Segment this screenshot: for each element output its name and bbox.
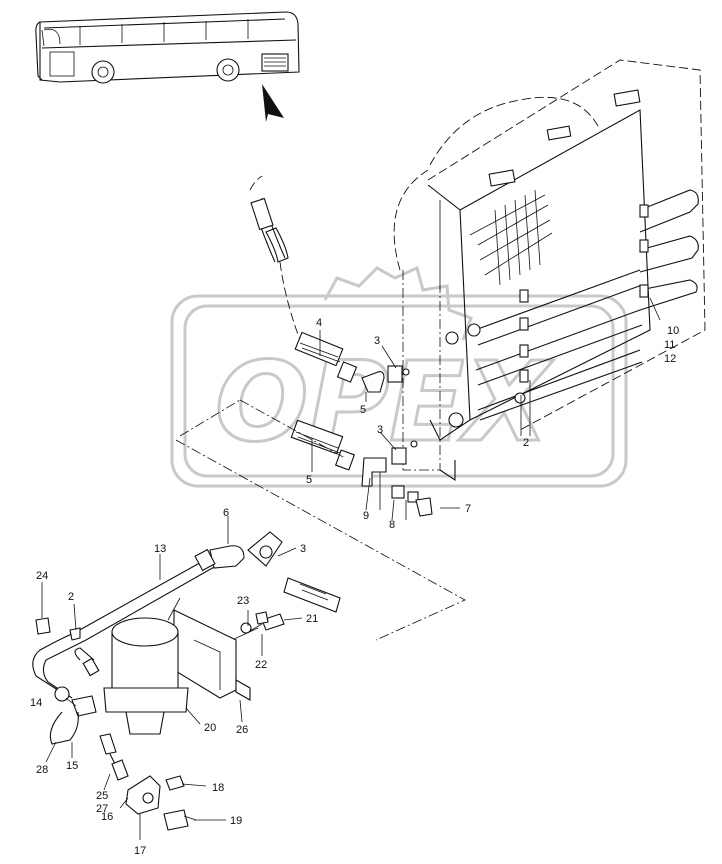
callout-7: 8 [389, 519, 395, 531]
callout-19: 20 [204, 722, 216, 734]
callout-3-middle: 3 [377, 424, 383, 436]
callout-23: 24 [36, 570, 48, 582]
radiator-assembly [393, 59, 706, 482]
callout-2-lower: 2 [68, 591, 74, 603]
callout-27: 28 [36, 764, 48, 776]
callout-20: 21 [306, 613, 318, 625]
callout-5-upper: 5 [360, 404, 366, 416]
bus-overview [35, 11, 300, 122]
watermark-text: OPEX [215, 338, 554, 466]
callout-14: 15 [66, 760, 78, 772]
callout-8: 9 [363, 510, 369, 522]
callout-3-lower: 3 [300, 543, 306, 555]
callout-17: 18 [212, 782, 224, 794]
callout-6: 7 [465, 503, 471, 515]
callout-21: 22 [255, 659, 267, 671]
callout-5-lower: 6 [223, 507, 229, 519]
callout-12: 13 [154, 543, 166, 555]
callout-22: 23 [237, 595, 249, 607]
callout-25: 26 [236, 724, 248, 736]
callout-13: 14 [30, 697, 42, 709]
callout-4-lower: 5 [306, 474, 312, 486]
callout-10: 11 [664, 339, 675, 351]
callout-2-radiator: 2 [523, 437, 529, 449]
callout-9: 10 [667, 325, 679, 337]
callouts: 4 3 5 3 5 9 8 7 2 10 11 12 13 6 3 2 24 2… [30, 317, 679, 857]
callout-4-upper: 4 [316, 317, 322, 329]
upper-hose-assembly [175, 175, 466, 641]
leader-lines [41, 297, 661, 840]
callout-24: 25 [96, 790, 108, 802]
callout-16: 17 [134, 845, 146, 857]
arrow-indicator-icon [262, 84, 284, 122]
callout-26: 27 [96, 803, 108, 815]
callout-11: 12 [664, 353, 676, 365]
callout-3-upper: 3 [374, 335, 380, 347]
callout-15: 16 [101, 811, 113, 823]
air-dryer-assembly [32, 531, 341, 831]
callout-18: 19 [230, 815, 242, 827]
